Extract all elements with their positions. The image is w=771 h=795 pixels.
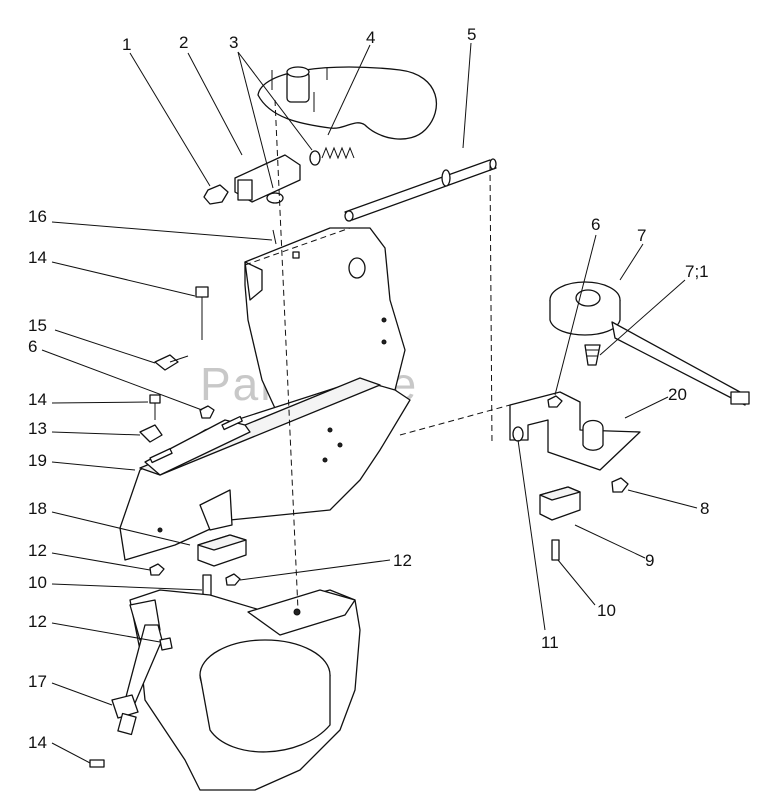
engine-housing-part bbox=[129, 589, 361, 791]
switch-right-part bbox=[539, 477, 629, 561]
cam-plate-part bbox=[257, 66, 438, 140]
slotted-bracket-part bbox=[139, 415, 251, 531]
callout-12-left: 12 bbox=[28, 541, 47, 560]
shaft-part bbox=[344, 158, 497, 222]
callout-4: 4 bbox=[366, 28, 375, 47]
knob-part bbox=[549, 281, 750, 406]
callout-18: 18 bbox=[28, 499, 47, 518]
switch-left-part bbox=[149, 534, 247, 601]
callout-10-right: 10 bbox=[597, 601, 616, 620]
callout-6-right: 6 bbox=[591, 215, 600, 234]
callout-14-bottom: 14 bbox=[28, 733, 47, 752]
callout-7-1: 7;1 bbox=[685, 262, 709, 281]
callout-labels: 1 2 3 4 5 6 7 7;1 16 14 15 6 14 13 19 20… bbox=[28, 25, 709, 752]
callout-17: 17 bbox=[28, 672, 47, 691]
callout-3: 3 bbox=[229, 33, 238, 52]
callout-11: 11 bbox=[541, 633, 559, 652]
callout-8: 8 bbox=[700, 499, 709, 518]
callout-2: 2 bbox=[179, 33, 188, 52]
callout-5: 5 bbox=[467, 25, 476, 44]
assembly-lines bbox=[244, 99, 511, 611]
callout-20: 20 bbox=[668, 385, 687, 404]
callout-1: 1 bbox=[122, 35, 131, 54]
callout-12-mid: 12 bbox=[393, 551, 412, 570]
knob-spring-part bbox=[584, 344, 601, 366]
callout-12-lower: 12 bbox=[28, 612, 47, 631]
callout-10-left: 10 bbox=[28, 573, 47, 592]
callout-6-left: 6 bbox=[28, 337, 37, 356]
callout-19: 19 bbox=[28, 451, 47, 470]
callout-14-mid: 14 bbox=[28, 390, 47, 409]
leader-lines bbox=[41, 42, 698, 764]
callout-13: 13 bbox=[28, 419, 47, 438]
switch-plate-part bbox=[509, 391, 641, 471]
bracket-part bbox=[203, 154, 301, 205]
callout-16: 16 bbox=[28, 207, 47, 226]
callout-15: 15 bbox=[28, 316, 47, 335]
callout-9: 9 bbox=[645, 551, 654, 570]
bolts-part bbox=[149, 286, 215, 420]
callout-14-top: 14 bbox=[28, 248, 47, 267]
lever-part bbox=[89, 624, 173, 768]
callout-7: 7 bbox=[637, 226, 646, 245]
